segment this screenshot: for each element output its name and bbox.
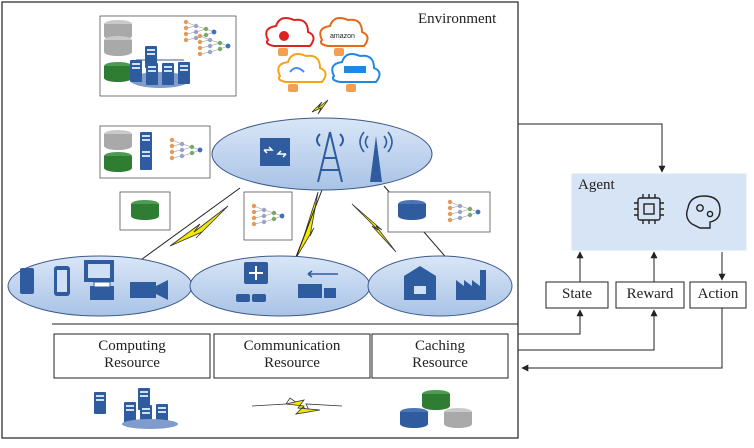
factory-icon (456, 270, 486, 300)
communication-resource-box (213, 333, 371, 379)
router-icon (260, 138, 290, 166)
chart-screen-icon (84, 260, 114, 282)
computing-resource-box (53, 333, 211, 379)
edge-network-ellipse (211, 117, 433, 191)
server-cluster-icon (94, 388, 178, 429)
user-devices-ellipse (7, 255, 193, 317)
smartphone-icon (54, 266, 70, 296)
airplane-icon (244, 262, 268, 284)
azure-cloud-icon (331, 53, 381, 83)
huawei-cloud-icon (265, 17, 315, 47)
computing-resource-label: Computing Resource (98, 338, 166, 372)
cloud-providers: amazon (265, 17, 381, 92)
google-cloud-icon (277, 53, 327, 83)
action-label: Action (697, 286, 739, 302)
transport-ellipse (189, 255, 371, 317)
lightning-link-icon (251, 397, 343, 415)
server-icon (140, 132, 152, 170)
action-box (689, 281, 747, 309)
video-camera-icon (130, 280, 168, 300)
lightning-bolts (169, 99, 397, 259)
edge-server-panel (99, 125, 211, 179)
agent-box (571, 173, 747, 251)
antenna-icon (359, 131, 393, 182)
caching-resource-label: Caching Resource (412, 338, 468, 372)
reward-box (615, 281, 685, 309)
state-label: State (562, 286, 592, 302)
cache-box-green (119, 191, 171, 231)
model-box (243, 191, 293, 241)
printer-icon (90, 281, 114, 300)
database-stack-icon (104, 20, 132, 82)
environment-title: Environment (418, 11, 497, 27)
industry-ellipse (367, 255, 513, 317)
resource-boxes (53, 333, 509, 379)
warehouse-forklift-icon (404, 266, 436, 300)
svg-text:amazon: amazon (330, 33, 355, 40)
cpu-chip-icon (634, 194, 664, 224)
server-cluster-icon (130, 46, 190, 85)
communication-resource-label: Communication Resource (243, 338, 341, 372)
cloud-robots (278, 48, 356, 92)
cell-tower-icon (316, 131, 344, 183)
tablet-pen-icon (20, 268, 34, 294)
agent-title: Agent (578, 177, 615, 193)
amazon-cloud-icon: amazon (319, 17, 369, 47)
arrows (518, 123, 726, 372)
cars-icon (236, 294, 266, 302)
truck-icon (298, 270, 338, 298)
reward-label: Reward (626, 286, 674, 302)
cache-model-box (387, 191, 491, 233)
cloud-datacenter-panel (99, 15, 237, 97)
brain-gears-icon (685, 195, 721, 229)
state-box (545, 281, 609, 309)
caching-resource-box (371, 333, 509, 379)
signal-boxes (545, 281, 747, 309)
